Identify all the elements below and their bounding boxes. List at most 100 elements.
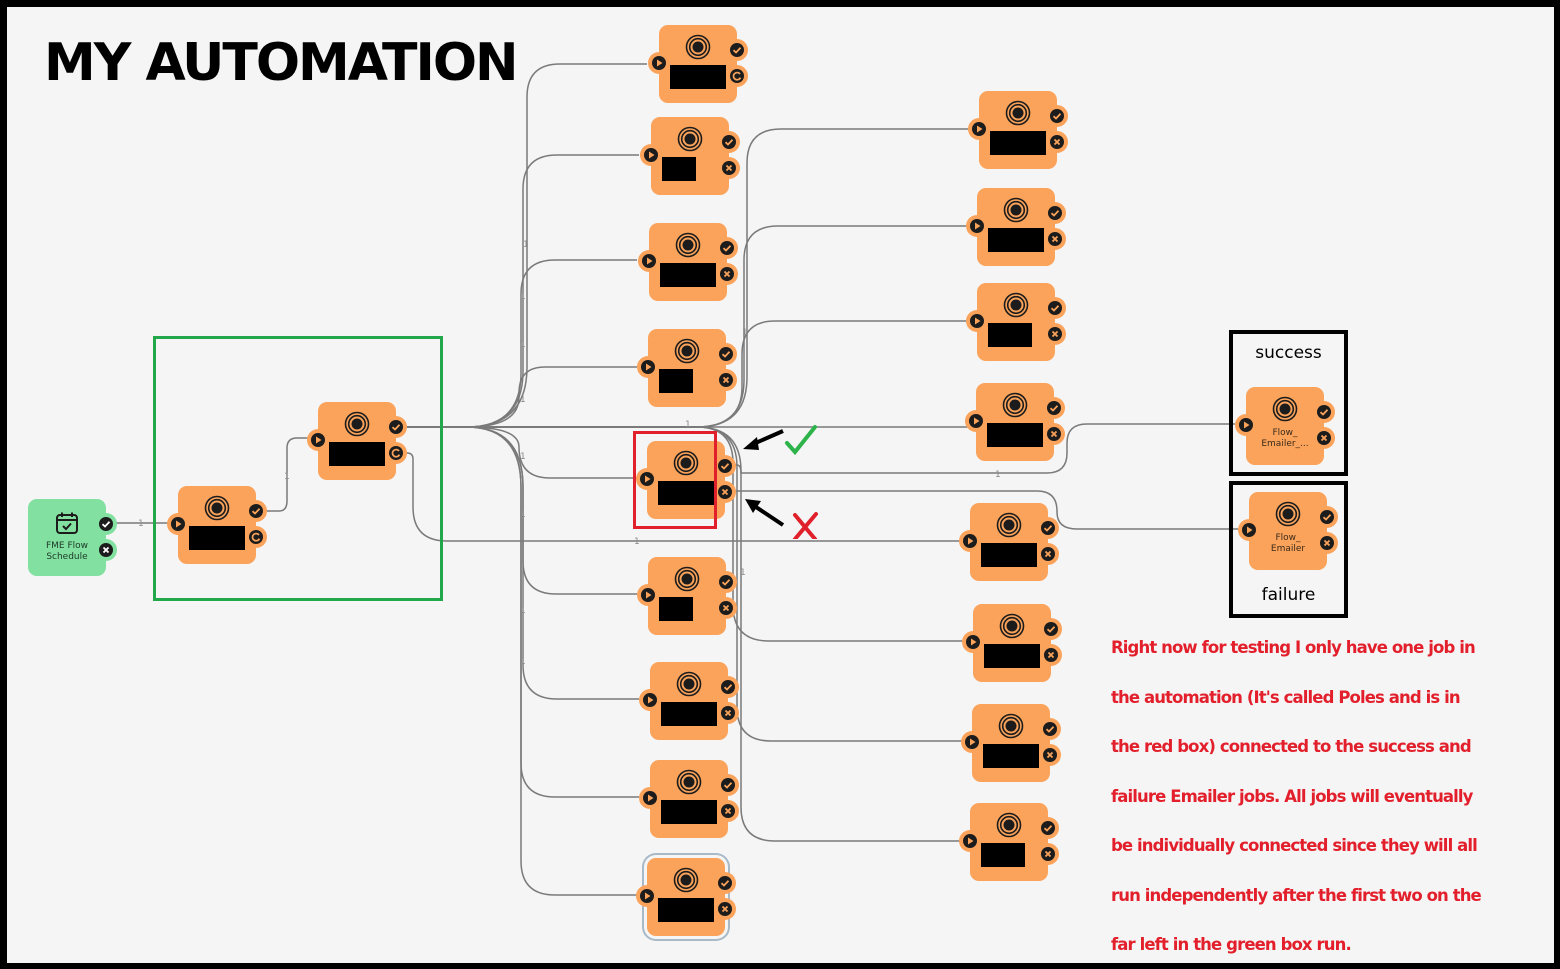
job-node-poles[interactable] bbox=[636, 441, 736, 519]
success-port[interactable] bbox=[716, 237, 738, 259]
job-node-middle[interactable] bbox=[637, 329, 737, 407]
failure-port[interactable] bbox=[1313, 427, 1335, 449]
workspace-canvas[interactable]: MY AUTOMATION 1 1 1 1 1 1 bbox=[7, 7, 1554, 963]
failure-port[interactable] bbox=[716, 263, 738, 285]
failure-port[interactable] bbox=[718, 157, 740, 179]
failure-port[interactable] bbox=[714, 898, 736, 920]
job-target-icon bbox=[675, 232, 701, 258]
failure-port[interactable] bbox=[715, 369, 737, 391]
success-port[interactable] bbox=[1313, 401, 1335, 423]
run-input-port[interactable] bbox=[640, 144, 662, 166]
success-port[interactable] bbox=[1044, 202, 1066, 224]
failure-port[interactable] bbox=[1037, 843, 1059, 865]
job-node-middle[interactable] bbox=[638, 223, 738, 301]
job-node-first[interactable] bbox=[167, 486, 267, 564]
failure-port[interactable] bbox=[95, 539, 117, 561]
job-target-icon bbox=[999, 613, 1025, 639]
job-node-middle[interactable] bbox=[639, 662, 739, 740]
job-node-middle[interactable] bbox=[639, 760, 739, 838]
run-input-port[interactable] bbox=[966, 310, 988, 332]
failure-port[interactable] bbox=[717, 702, 739, 724]
success-port[interactable] bbox=[717, 676, 739, 698]
run-input-port[interactable] bbox=[1238, 519, 1260, 541]
job-node-right[interactable] bbox=[966, 283, 1066, 361]
success-port[interactable] bbox=[245, 500, 267, 522]
retry-port[interactable] bbox=[726, 65, 748, 87]
failure-port[interactable] bbox=[714, 481, 736, 503]
success-port[interactable] bbox=[1039, 718, 1061, 740]
job-node-right[interactable] bbox=[968, 91, 1068, 169]
green-check-mark-icon bbox=[785, 425, 817, 456]
success-port[interactable] bbox=[714, 455, 736, 477]
job-node-middle[interactable] bbox=[637, 557, 737, 635]
success-port[interactable] bbox=[1046, 105, 1068, 127]
wire-job2-retry bbox=[406, 452, 962, 542]
run-input-port[interactable] bbox=[638, 250, 660, 272]
failure-port[interactable] bbox=[1037, 543, 1059, 565]
failure-port[interactable] bbox=[1044, 323, 1066, 345]
success-emailer-node[interactable]: Flow_Emailer_... bbox=[1235, 387, 1335, 465]
job-node-middle[interactable] bbox=[648, 25, 748, 103]
run-input-port[interactable] bbox=[959, 830, 981, 852]
success-port[interactable] bbox=[726, 39, 748, 61]
job-node-middle[interactable] bbox=[636, 858, 736, 936]
run-input-port[interactable] bbox=[167, 513, 189, 535]
job-node-right[interactable] bbox=[962, 604, 1062, 682]
success-port[interactable] bbox=[1043, 397, 1065, 419]
run-input-port[interactable] bbox=[636, 468, 658, 490]
failure-port[interactable] bbox=[1039, 744, 1061, 766]
check-icon bbox=[1043, 525, 1053, 532]
success-port[interactable] bbox=[1316, 506, 1338, 528]
run-input-port[interactable] bbox=[637, 584, 659, 606]
job-node-right[interactable] bbox=[965, 383, 1065, 461]
run-input-port[interactable] bbox=[1235, 414, 1257, 436]
success-port[interactable] bbox=[95, 513, 117, 535]
failure-port[interactable] bbox=[1043, 423, 1065, 445]
run-input-port[interactable] bbox=[637, 356, 659, 378]
play-icon bbox=[975, 222, 981, 230]
wire-label: 1 bbox=[742, 328, 748, 338]
retry-port[interactable] bbox=[245, 526, 267, 548]
run-input-port[interactable] bbox=[307, 429, 329, 451]
run-input-port[interactable] bbox=[648, 52, 670, 74]
fme-flow-schedule-trigger[interactable]: FME Flow Schedule bbox=[28, 499, 117, 576]
run-input-port[interactable] bbox=[965, 410, 987, 432]
job-node-right[interactable] bbox=[959, 503, 1059, 581]
success-port[interactable] bbox=[385, 416, 407, 438]
success-port[interactable] bbox=[1044, 297, 1066, 319]
retry-port[interactable] bbox=[385, 442, 407, 464]
x-icon bbox=[1323, 539, 1331, 547]
play-icon bbox=[648, 794, 654, 802]
failure-port[interactable] bbox=[715, 597, 737, 619]
success-port[interactable] bbox=[714, 872, 736, 894]
job-node-second[interactable] bbox=[307, 402, 407, 480]
run-input-port[interactable] bbox=[962, 631, 984, 653]
success-port[interactable] bbox=[715, 571, 737, 593]
retry-icon bbox=[251, 532, 261, 542]
run-input-port[interactable] bbox=[968, 118, 990, 140]
failure-port[interactable] bbox=[1040, 644, 1062, 666]
job-node-right[interactable] bbox=[959, 803, 1059, 881]
run-input-port[interactable] bbox=[639, 787, 661, 809]
failure-emailer-node[interactable]: Flow_Emailer bbox=[1238, 492, 1338, 570]
success-port[interactable] bbox=[717, 774, 739, 796]
run-input-port[interactable] bbox=[639, 689, 661, 711]
success-port[interactable] bbox=[718, 131, 740, 153]
run-input-port[interactable] bbox=[636, 885, 658, 907]
success-port[interactable] bbox=[1037, 517, 1059, 539]
success-port[interactable] bbox=[715, 343, 737, 365]
success-port[interactable] bbox=[1040, 618, 1062, 640]
run-input-port[interactable] bbox=[959, 530, 981, 552]
job-target-icon bbox=[676, 769, 702, 795]
success-port[interactable] bbox=[1037, 817, 1059, 839]
job-node-right[interactable] bbox=[961, 704, 1061, 782]
failure-port[interactable] bbox=[1046, 131, 1068, 153]
failure-port[interactable] bbox=[1044, 228, 1066, 250]
run-input-port[interactable] bbox=[966, 215, 988, 237]
failure-port[interactable] bbox=[717, 800, 739, 822]
failure-port[interactable] bbox=[1316, 532, 1338, 554]
wire-label: 1 bbox=[520, 657, 526, 667]
run-input-port[interactable] bbox=[961, 731, 983, 753]
job-node-middle[interactable] bbox=[640, 117, 740, 195]
job-node-right[interactable] bbox=[966, 188, 1066, 266]
